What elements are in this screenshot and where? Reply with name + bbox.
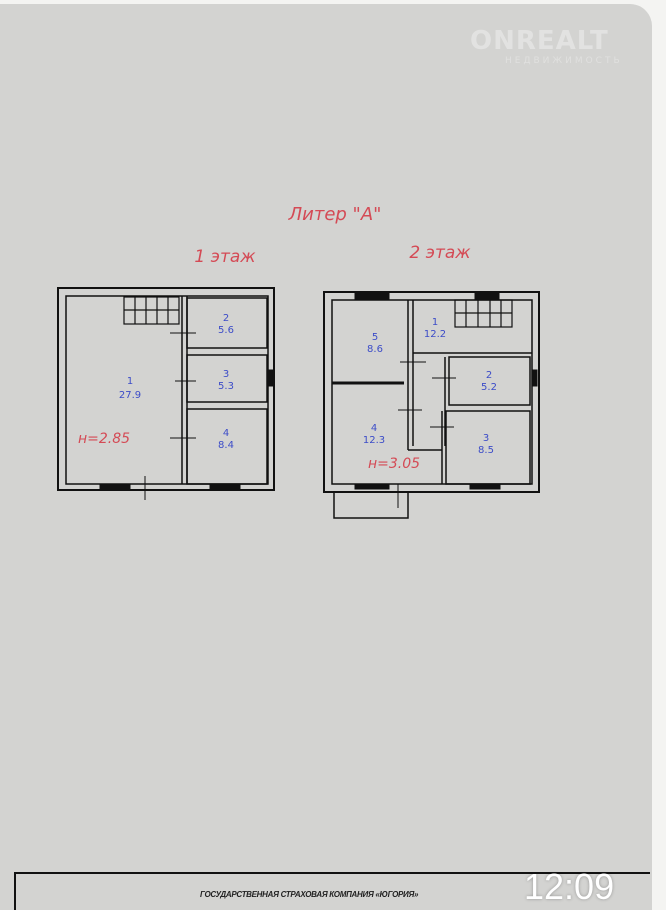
svg-text:12.2: 12.2	[424, 329, 446, 340]
svg-text:5.6: 5.6	[218, 325, 234, 336]
svg-text:2: 2	[486, 370, 492, 381]
svg-text:3: 3	[223, 369, 229, 380]
svg-text:8.4: 8.4	[218, 440, 234, 451]
floor1-room-labels: 1 27.9 25.6 35.3 48.4	[119, 313, 234, 451]
svg-text:4: 4	[371, 423, 377, 434]
svg-text:3: 3	[483, 433, 489, 444]
status-time: 12:09	[524, 866, 615, 907]
svg-text:1: 1	[127, 376, 133, 387]
floor2-height: н=3.05	[368, 456, 420, 472]
svg-text:2: 2	[223, 313, 229, 324]
svg-text:27.9: 27.9	[119, 390, 141, 401]
svg-text:5.3: 5.3	[218, 381, 234, 392]
svg-text:1: 1	[432, 317, 438, 328]
plan-title: Литер "А"	[288, 204, 382, 225]
svg-text:12.3: 12.3	[363, 435, 385, 446]
stamp-text: ГОСУДАРСТВЕННАЯ СТРАХОВАЯ КОМПАНИЯ «ЮГОР…	[200, 890, 419, 899]
svg-text:8.5: 8.5	[478, 445, 494, 456]
svg-text:5: 5	[372, 332, 378, 343]
floor1-plan	[57, 287, 275, 500]
svg-text:4: 4	[223, 428, 229, 439]
svg-text:8.6: 8.6	[367, 344, 383, 355]
floor-plan-drawing: Литер "А" 1 этаж 2 этаж н=2.85 н=3.05 12…	[14, 204, 650, 910]
floor2-room-labels: 112.2 25.2 38.5 412.3 58.6	[363, 317, 497, 456]
floor2-plan	[323, 291, 540, 519]
watermark-logo: ONREALT	[470, 26, 609, 56]
floor1-stairs	[123, 296, 180, 325]
floor1-height: н=2.85	[78, 431, 130, 447]
floor2-label: 2 этаж	[409, 243, 471, 263]
watermark-tagline: НЕДВИЖИМОСТЬ	[505, 56, 623, 66]
floor2-stairs	[454, 299, 513, 328]
floor1-label: 1 этаж	[194, 247, 256, 267]
svg-text:5.2: 5.2	[481, 382, 497, 393]
